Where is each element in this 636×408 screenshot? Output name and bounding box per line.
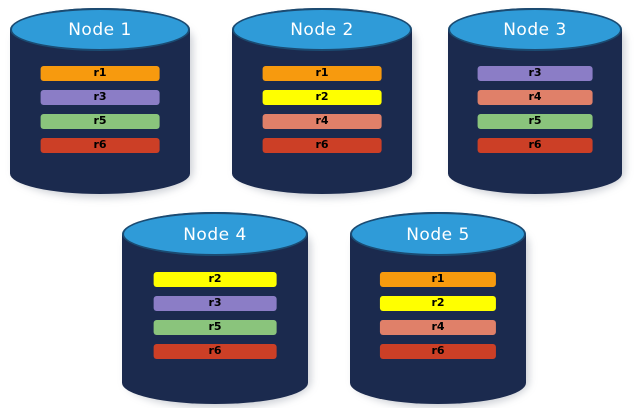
shard-label: r4 bbox=[528, 90, 542, 104]
database-node-3[interactable]: Node 3 r3 r4 r5 r6 bbox=[448, 8, 625, 198]
shard-bar[interactable]: r4 bbox=[379, 319, 497, 335]
cylinder-top-ellipse: Node 2 bbox=[232, 8, 412, 51]
shard-list: r2 r3 r5 r6 bbox=[153, 271, 277, 359]
shard-bar[interactable]: r1 bbox=[262, 65, 382, 81]
shard-bar[interactable]: r5 bbox=[477, 113, 593, 129]
cylinder-top-ellipse: Node 5 bbox=[350, 212, 526, 257]
shard-label: r1 bbox=[93, 66, 107, 80]
shard-bar[interactable]: r2 bbox=[379, 295, 497, 311]
shard-bar[interactable]: r6 bbox=[477, 137, 593, 153]
shard-label: r3 bbox=[528, 66, 542, 80]
database-node-5[interactable]: Node 5 r1 r2 r4 r6 bbox=[350, 212, 529, 408]
shard-label: r3 bbox=[93, 90, 107, 104]
cylinder-top-ellipse: Node 4 bbox=[122, 212, 308, 257]
node-title: Node 4 bbox=[183, 225, 247, 246]
shard-label: r5 bbox=[208, 320, 222, 334]
shard-bar[interactable]: r4 bbox=[477, 89, 593, 105]
shard-label: r4 bbox=[431, 320, 445, 334]
shard-bar[interactable]: r6 bbox=[262, 137, 382, 153]
shard-list: r1 r3 r5 r6 bbox=[40, 65, 160, 153]
database-node-1[interactable]: Node 1 r1 r3 r5 r6 bbox=[10, 8, 193, 198]
shard-bar[interactable]: r1 bbox=[379, 271, 497, 287]
shard-bar[interactable]: r6 bbox=[40, 137, 160, 153]
shard-label: r4 bbox=[315, 114, 329, 128]
shard-bar[interactable]: r4 bbox=[262, 113, 382, 129]
shard-bar[interactable]: r5 bbox=[153, 319, 277, 335]
shard-label: r6 bbox=[431, 344, 445, 358]
shard-bar[interactable]: r3 bbox=[477, 65, 593, 81]
shard-label: r5 bbox=[528, 114, 542, 128]
database-node-2[interactable]: Node 2 r1 r2 r4 r6 bbox=[232, 8, 415, 198]
cylinder-top-ellipse: Node 1 bbox=[10, 8, 190, 51]
shard-label: r6 bbox=[528, 138, 542, 152]
cylinder-top-ellipse: Node 3 bbox=[448, 8, 622, 51]
shard-list: r3 r4 r5 r6 bbox=[477, 65, 593, 153]
shard-bar[interactable]: r3 bbox=[40, 89, 160, 105]
shard-label: r3 bbox=[208, 296, 222, 310]
shard-label: r2 bbox=[431, 296, 445, 310]
shard-bar[interactable]: r6 bbox=[153, 343, 277, 359]
node-title: Node 1 bbox=[68, 20, 132, 41]
shard-list: r1 r2 r4 r6 bbox=[262, 65, 382, 153]
shard-label: r2 bbox=[208, 272, 222, 286]
shard-label: r1 bbox=[431, 272, 445, 286]
node-title: Node 5 bbox=[406, 225, 470, 246]
node-title: Node 3 bbox=[503, 20, 567, 41]
shard-bar[interactable]: r2 bbox=[262, 89, 382, 105]
shard-label: r6 bbox=[93, 138, 107, 152]
shard-label: r1 bbox=[315, 66, 329, 80]
shard-bar[interactable]: r6 bbox=[379, 343, 497, 359]
shard-bar[interactable]: r1 bbox=[40, 65, 160, 81]
shard-list: r1 r2 r4 r6 bbox=[379, 271, 497, 359]
shard-bar[interactable]: r3 bbox=[153, 295, 277, 311]
shard-label: r6 bbox=[315, 138, 329, 152]
shard-label: r6 bbox=[208, 344, 222, 358]
shard-bar[interactable]: r2 bbox=[153, 271, 277, 287]
database-node-4[interactable]: Node 4 r2 r3 r5 r6 bbox=[122, 212, 311, 408]
node-title: Node 2 bbox=[290, 20, 354, 41]
shard-label: r5 bbox=[93, 114, 107, 128]
shard-label: r2 bbox=[315, 90, 329, 104]
shard-bar[interactable]: r5 bbox=[40, 113, 160, 129]
